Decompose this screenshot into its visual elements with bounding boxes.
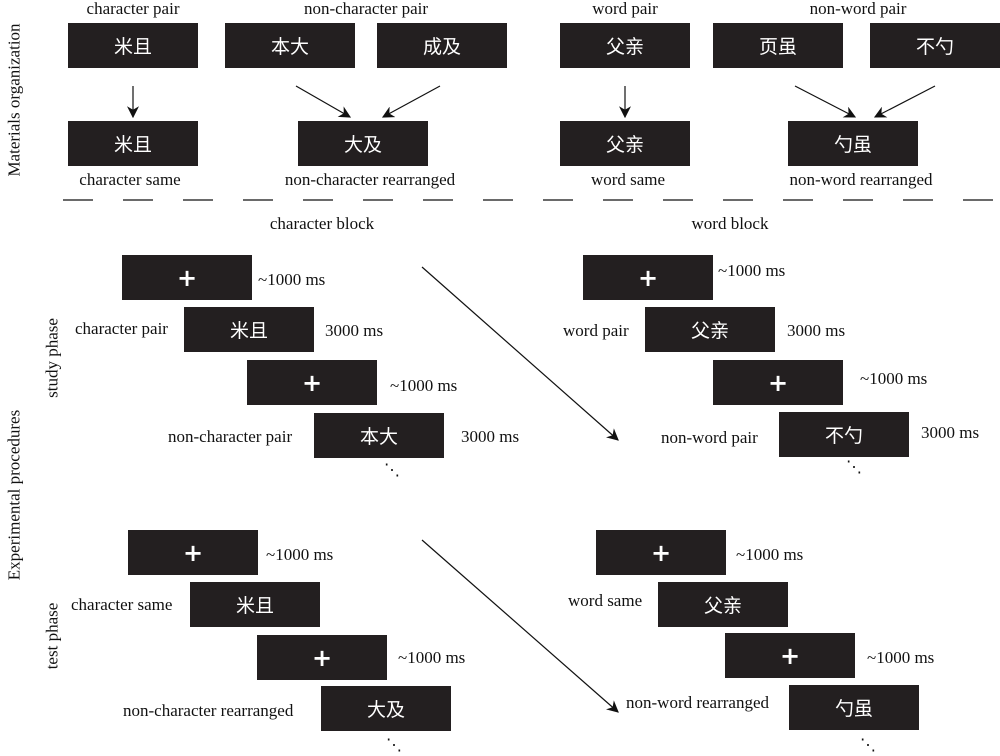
stimulus-box: 勺虽 xyxy=(789,685,919,730)
duration: 3000 ms xyxy=(787,321,846,340)
header-character-pair: character pair xyxy=(86,0,180,18)
materials-label: Materials organization xyxy=(4,23,24,177)
condition-label: character same xyxy=(71,595,173,614)
header-non-character-pair: non-character pair xyxy=(303,0,429,18)
duration: 3000 ms xyxy=(325,321,384,340)
condition-label: non-character pair xyxy=(168,427,293,446)
fixation-box: + xyxy=(583,255,713,300)
stimulus-box: 页虽 xyxy=(713,23,843,68)
stimulus-box: 米且 xyxy=(68,121,198,166)
fixation-box: + xyxy=(257,635,387,680)
fixation-box: + xyxy=(725,633,855,678)
footer-non-character-rearranged: non-character rearranged xyxy=(284,170,456,189)
fixation-box: + xyxy=(128,530,258,575)
stimulus-box: 米且 xyxy=(184,307,314,352)
ellipsis: ⋱ xyxy=(846,459,862,476)
duration: ~1000 ms xyxy=(718,261,786,280)
footer-non-word-rearranged: non-word rearranged xyxy=(789,170,933,189)
duration: 3000 ms xyxy=(921,423,980,442)
arrow xyxy=(794,85,857,118)
arrow xyxy=(381,85,441,118)
arrow xyxy=(421,266,619,441)
stimulus-box: 本大 xyxy=(314,413,444,458)
footer-word-same: word same xyxy=(590,170,666,189)
header-non-word-pair: non-word pair xyxy=(809,0,907,18)
duration: ~1000 ms xyxy=(398,648,466,667)
ellipsis: ⋱ xyxy=(386,737,402,754)
condition-label: character pair xyxy=(75,319,168,338)
condition-label: word same xyxy=(568,591,643,610)
fixation-box: + xyxy=(247,360,377,405)
footer-character-same: character same xyxy=(79,170,181,189)
stimulus-box: 米且 xyxy=(68,23,198,68)
stimulus-box: 父亲 xyxy=(658,582,788,627)
stimulus-box: 大及 xyxy=(298,121,428,166)
duration: 3000 ms xyxy=(461,427,520,446)
stimulus-box: 不勺 xyxy=(870,23,1000,68)
stimulus-box: 米且 xyxy=(190,582,320,627)
stimulus-box: 父亲 xyxy=(560,121,690,166)
stimulus-box: 不勺 xyxy=(779,412,909,457)
duration: ~1000 ms xyxy=(258,270,326,289)
header-word-pair: word pair xyxy=(592,0,658,18)
ellipsis: ⋱ xyxy=(384,462,400,479)
arrow xyxy=(295,85,352,118)
condition-label: word pair xyxy=(563,321,629,340)
duration: ~1000 ms xyxy=(266,545,334,564)
duration: ~1000 ms xyxy=(867,648,935,667)
duration: ~1000 ms xyxy=(736,545,804,564)
stimulus-box: 父亲 xyxy=(645,307,775,352)
ellipsis: ⋱ xyxy=(860,737,876,754)
condition-label: non-word rearranged xyxy=(626,693,770,712)
condition-label: non-word pair xyxy=(661,428,758,447)
duration: ~1000 ms xyxy=(390,376,458,395)
stimulus-box: 父亲 xyxy=(560,23,690,68)
procedures-label: Experimental procedures xyxy=(4,409,24,581)
arrow xyxy=(873,85,936,118)
fixation-box: + xyxy=(713,360,843,405)
duration: ~1000 ms xyxy=(860,369,928,388)
stimulus-box: 勺虽 xyxy=(788,121,918,166)
stimulus-box: 成及 xyxy=(377,23,507,68)
test-phase-label: test phase xyxy=(42,602,62,670)
stimulus-box: 本大 xyxy=(225,23,355,68)
study-phase-label: study phase xyxy=(42,318,62,398)
condition-label: non-character rearranged xyxy=(123,701,294,720)
character-block-label: character block xyxy=(269,214,375,233)
arrow xyxy=(421,539,619,713)
fixation-box: + xyxy=(596,530,726,575)
fixation-box: + xyxy=(122,255,252,300)
word-block-label: word block xyxy=(691,214,769,233)
stimulus-box: 大及 xyxy=(321,686,451,731)
